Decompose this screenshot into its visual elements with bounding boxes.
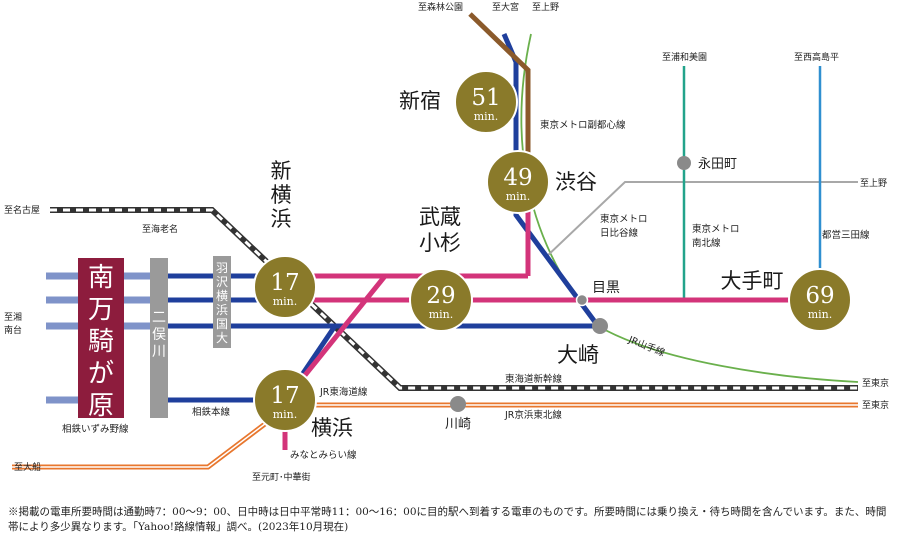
bubble-minutes: 17 [270, 270, 299, 296]
transfer-dots [450, 156, 691, 412]
svg-text:新横浜: 新横浜 [271, 159, 292, 231]
magenta-through-lines [282, 200, 820, 450]
svg-text:至西高島平: 至西高島平 [794, 51, 839, 63]
bubble-minutes: 51 [471, 85, 500, 111]
svg-text:至上野: 至上野 [532, 2, 559, 13]
svg-text:武蔵小杉: 武蔵小杉 [419, 205, 461, 255]
bubble-minutes: 49 [503, 165, 532, 191]
svg-text:南万騎が原: 南万騎が原 [88, 263, 114, 421]
svg-text:東京メトロ南北線: 東京メトロ南北線 [692, 223, 740, 249]
line-labels: 相鉄いずみ野線 相鉄本線 東京メトロ副都心線 東京メトロ日比谷線 東京メトロ南北… [62, 119, 870, 461]
sotetsu-light-stubs [46, 272, 150, 404]
svg-text:至東京: 至東京 [862, 399, 889, 411]
svg-text:渋谷: 渋谷 [555, 170, 597, 194]
futamatagawa-station: 二俣川 [150, 258, 168, 418]
hibiya-line [544, 181, 858, 259]
fukutoshin-line [468, 12, 531, 175]
direction-labels: 至名古屋 至海老名 至湘南台 至大船 至森林公園 至大宮 至上野 至浦和美園 至… [4, 1, 889, 483]
bubble-circle [409, 268, 473, 332]
bubble-unit: min. [474, 110, 499, 123]
footnote: ※掲載の電車所要時間は通勤時7：00～9：00、日中時は日中平常時11：00～1… [8, 506, 887, 533]
bubble-unit: min. [506, 190, 531, 203]
minami-mangakihara-station: 南万騎が原 [78, 258, 124, 421]
bubble-circle [253, 368, 317, 432]
svg-text:至名古屋: 至名古屋 [4, 204, 40, 216]
sotetsu-through-lines [168, 33, 601, 403]
keihin-tohoku-line [12, 402, 858, 470]
svg-text:川崎: 川崎 [445, 417, 471, 432]
meguro-dot [575, 293, 589, 307]
svg-text:至浦和美園: 至浦和美園 [662, 51, 707, 63]
svg-text:二俣川: 二俣川 [152, 310, 166, 360]
svg-text:東京メトロ日比谷線: 東京メトロ日比谷線 [600, 213, 648, 239]
nagatacho-dot [677, 156, 691, 170]
route-map: .lbl { font-family: "DejaVu Sans", "Libe… [4, 1, 889, 483]
hazawa-yokohama-kokudai-station: 羽沢横浜国大 [213, 256, 231, 348]
bubble-unit: min. [808, 308, 833, 321]
svg-text:都営三田線: 都営三田線 [822, 229, 870, 241]
svg-text:至海老名: 至海老名 [142, 223, 178, 235]
svg-text:羽沢横浜国大: 羽沢横浜国大 [216, 261, 228, 345]
kawasaki-dot [450, 396, 466, 412]
svg-text:東海道新幹線: 東海道新幹線 [505, 373, 563, 385]
svg-text:JR東海道線: JR東海道線 [319, 386, 368, 398]
station-labels: 新横浜 武蔵小杉 新宿 渋谷 目黒 大崎 横浜 川崎 永田町 大手町 [271, 89, 784, 440]
bubble-circle [454, 70, 518, 134]
svg-text:大手町: 大手町 [721, 269, 784, 293]
bubble-minutes: 29 [426, 283, 455, 309]
bubble-unit: min. [273, 408, 298, 421]
bubble-minutes: 69 [805, 283, 834, 309]
svg-text:相鉄いずみ野線: 相鉄いずみ野線 [62, 423, 129, 435]
bubble-circle [253, 255, 317, 319]
bubble-circle [788, 268, 852, 332]
svg-text:みなとみらい線: みなとみらい線 [290, 449, 357, 461]
svg-text:至大宮: 至大宮 [492, 1, 519, 13]
svg-text:至元町･中華街: 至元町･中華街 [252, 471, 311, 483]
svg-text:目黒: 目黒 [592, 280, 620, 296]
svg-text:大崎: 大崎 [557, 343, 599, 367]
svg-text:至森林公園: 至森林公園 [418, 1, 463, 13]
svg-text:JR山手線: JR山手線 [626, 333, 667, 359]
svg-text:至大船: 至大船 [14, 461, 41, 473]
bubble-unit: min. [273, 295, 298, 308]
bubble-circle [486, 150, 550, 214]
svg-text:永田町: 永田町 [698, 157, 737, 172]
osaki-dot [592, 318, 608, 334]
yamanote-line [520, 33, 859, 383]
svg-text:東京メトロ副都心線: 東京メトロ副都心線 [540, 119, 626, 131]
svg-text:至東京: 至東京 [862, 377, 889, 389]
svg-text:横浜: 横浜 [311, 416, 353, 440]
svg-text:新宿: 新宿 [399, 89, 441, 113]
svg-text:至湘南台: 至湘南台 [4, 311, 22, 336]
svg-text:相鉄本線: 相鉄本線 [192, 406, 231, 418]
bubble-minutes: 17 [270, 383, 299, 409]
bubble-unit: min. [429, 308, 454, 321]
svg-text:JR京浜東北線: JR京浜東北線 [504, 409, 562, 421]
svg-text:至上野: 至上野 [860, 178, 887, 189]
